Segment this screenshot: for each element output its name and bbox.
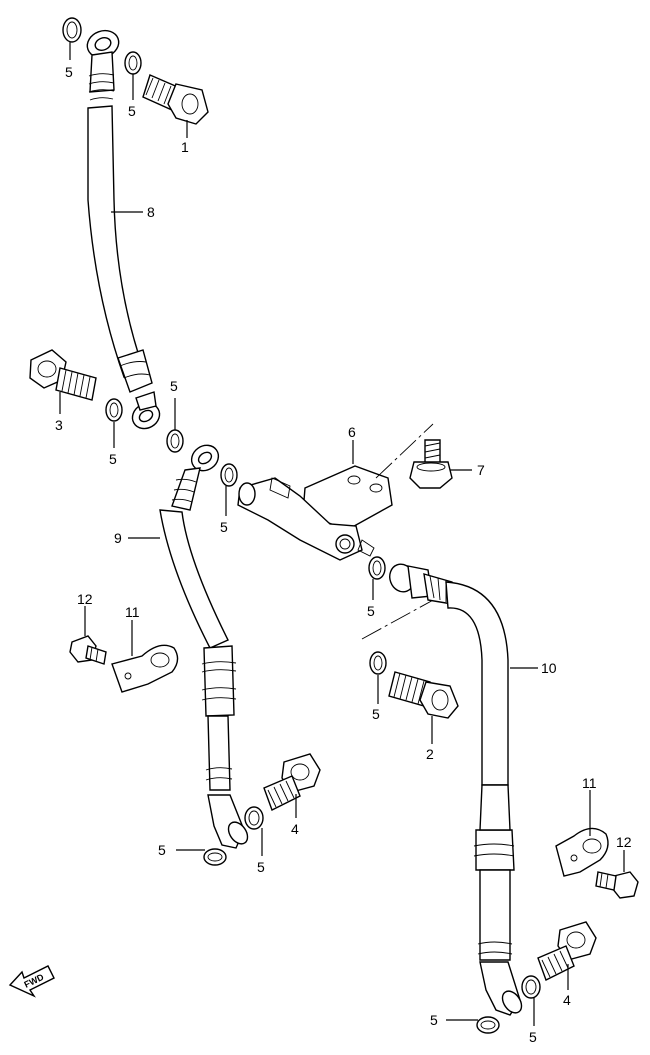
callout-5: 5 — [430, 1012, 438, 1028]
washer-5f — [368, 556, 386, 580]
callout-5: 5 — [220, 519, 228, 535]
callout-5: 5 — [170, 378, 178, 394]
callout-12: 12 — [77, 591, 93, 607]
part-4-bolt-right — [537, 921, 597, 981]
callout-3: 3 — [55, 417, 63, 433]
washer-5e — [220, 463, 238, 487]
callout-9: 9 — [114, 530, 122, 546]
part-1-union-bolt — [142, 74, 209, 125]
callout-5: 5 — [128, 103, 136, 119]
fwd-arrow-icon: FWD — [8, 965, 55, 998]
washer-5b — [124, 51, 142, 75]
callout-5: 5 — [257, 859, 265, 875]
callout-7: 7 — [477, 462, 485, 478]
part-12-bolt-left — [69, 635, 107, 665]
callout-labels: 5 5 1 8 3 5 5 6 7 9 5 5 12 11 10 5 2 4 5… — [55, 64, 632, 1045]
part-2-union-bolt — [388, 671, 459, 719]
callout-5: 5 — [367, 603, 375, 619]
part-8-upper-hose — [86, 29, 161, 430]
callout-4: 4 — [563, 992, 571, 1008]
washers — [62, 17, 541, 1034]
callout-1: 1 — [181, 139, 189, 155]
callout-10: 10 — [541, 660, 557, 676]
part-9-left-hose — [159, 444, 249, 849]
washer-5h — [203, 848, 227, 866]
part-11-clamp-right — [555, 827, 609, 877]
callout-6: 6 — [348, 424, 356, 440]
washer-5i — [244, 806, 264, 830]
part-10-right-hose — [389, 563, 523, 1016]
callout-11: 11 — [125, 604, 140, 620]
leader-lines — [59, 42, 625, 1026]
callout-5: 5 — [529, 1029, 537, 1045]
part-12-bolt-right — [595, 871, 639, 899]
part-4-bolt-left — [263, 753, 321, 811]
washer-5g — [369, 651, 387, 675]
callout-2: 2 — [426, 746, 434, 762]
callout-11: 11 — [582, 775, 597, 791]
part-11-clamp-left — [111, 644, 179, 693]
callout-8: 8 — [147, 204, 155, 220]
callout-5: 5 — [65, 64, 73, 80]
callout-12: 12 — [616, 834, 632, 850]
callout-5: 5 — [109, 451, 117, 467]
part-6-brake-joint — [237, 465, 393, 561]
washer-5c — [105, 398, 123, 422]
washer-5k — [521, 975, 541, 999]
callout-5: 5 — [158, 842, 166, 858]
washer-5j — [476, 1016, 500, 1034]
washer-5a — [62, 17, 82, 43]
washer-5d — [166, 429, 184, 453]
part-7-bolt — [409, 439, 453, 489]
callout-4: 4 — [291, 821, 299, 837]
part-3-union-bolt — [29, 349, 97, 401]
callout-5: 5 — [372, 706, 380, 722]
